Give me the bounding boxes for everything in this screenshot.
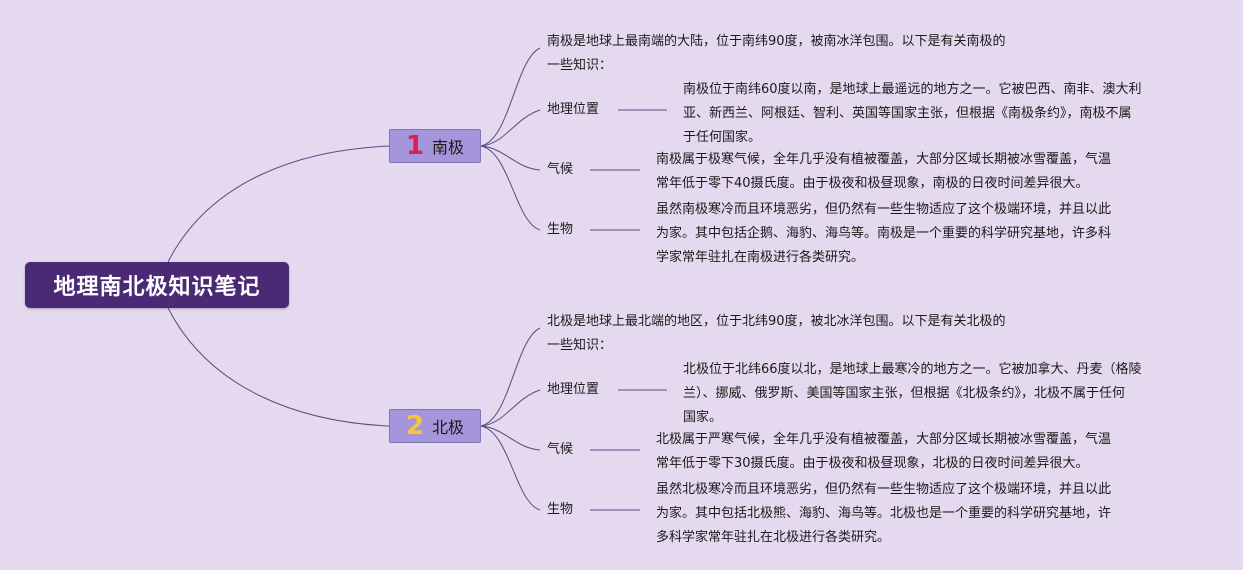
connector-south-intro [480, 47, 541, 147]
south-topic-bio[interactable]: 生物 [547, 222, 574, 237]
north-bio-text: 虽然北极寒冷而且环境恶劣，但仍然有一些生物适应了这个极端环境，并且以此 为家。其… [656, 482, 1112, 545]
connector-root-north [167, 307, 390, 427]
connector-root-south [167, 145, 390, 263]
connector-south-geo [480, 109, 541, 147]
south-topic-climate[interactable]: 气候 [547, 162, 574, 177]
south-topic-geo[interactable]: 地理位置 [547, 102, 600, 117]
branch-number-2: 2 [405, 411, 425, 441]
north-topic-geo[interactable]: 地理位置 [547, 382, 600, 397]
north-geo-text: 北极位于北纬66度以北，是地球上最寒冷的地方之一。它被加拿大、丹麦（格陵 兰）、… [683, 362, 1142, 425]
south-intro-text: 南极是地球上最南端的大陆，位于南纬90度，被南冰洋包围。以下是有关南极的 一些知… [547, 34, 1006, 73]
south-climate-text: 南极属于极寒气候，全年几乎没有植被覆盖，大部分区域长期被冰雪覆盖，气温 常年低于… [656, 152, 1112, 191]
connector-north-intro [480, 327, 541, 427]
south-geo-text: 南极位于南纬60度以南，是地球上最遥远的地方之一。它被巴西、南非、澳大利 亚、新… [683, 82, 1142, 145]
branch-label-south: 南极 [432, 138, 465, 157]
branch-north[interactable]: 2 北极 [389, 409, 481, 443]
root-title[interactable]: 地理南北极知识笔记 [25, 262, 289, 308]
branch-number-1: 1 [405, 131, 425, 161]
connector-south-climate [480, 145, 541, 171]
south-bio-text: 虽然南极寒冷而且环境恶劣，但仍然有一些生物适应了这个极端环境，并且以此 为家。其… [656, 202, 1112, 265]
branch-south[interactable]: 1 南极 [389, 129, 481, 163]
branch-label-north: 北极 [432, 418, 465, 437]
north-topic-bio[interactable]: 生物 [547, 502, 574, 517]
connector-north-geo [480, 389, 541, 427]
north-intro-text: 北极是地球上最北端的地区，位于北纬90度，被北冰洋包围。以下是有关北极的 一些知… [547, 314, 1006, 353]
north-topic-climate[interactable]: 气候 [547, 442, 574, 457]
connector-north-climate [480, 425, 541, 451]
connector-north-bio [480, 425, 541, 511]
north-climate-text: 北极属于严寒气候，全年几乎没有植被覆盖，大部分区域长期被冰雪覆盖，气温 常年低于… [656, 432, 1112, 471]
connector-south-bio [480, 145, 541, 231]
